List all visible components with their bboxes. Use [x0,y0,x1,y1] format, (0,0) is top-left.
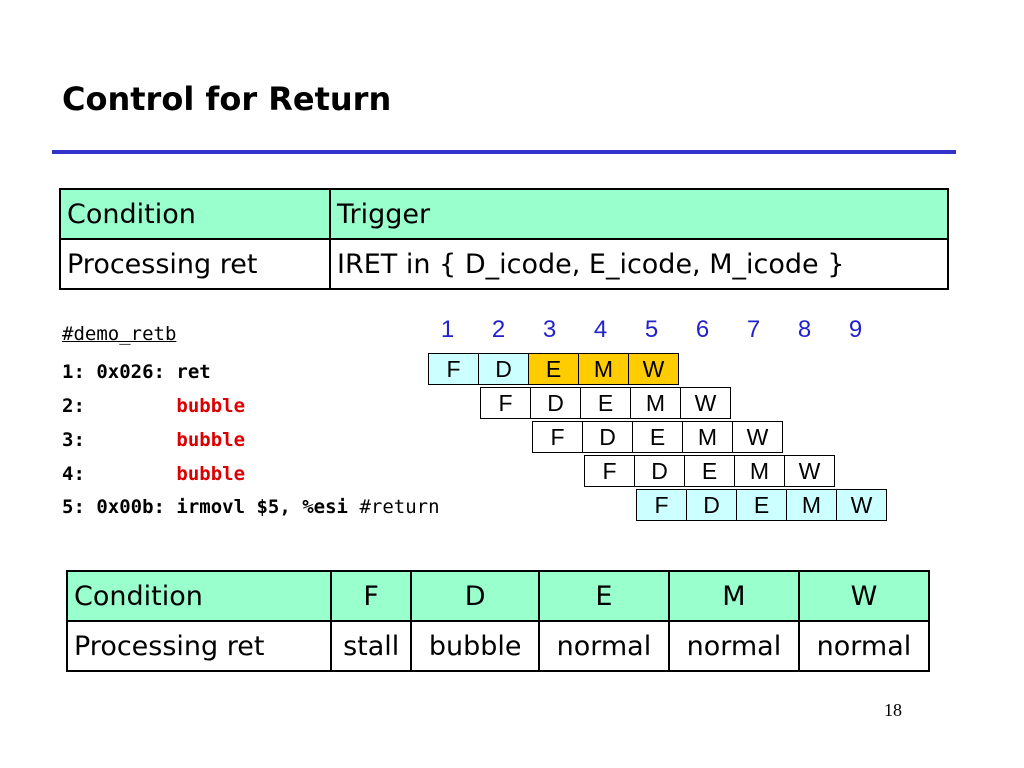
pipeline-stage: W [628,353,679,385]
page-number: 18 [884,700,902,720]
cycle-number: 4 [593,316,608,343]
code-comment: #return [359,496,440,518]
code-prefix: 5: 0x00b: [62,496,177,518]
cycle-number: 7 [746,316,761,343]
pipeline-stage: E [736,489,787,521]
table-cell: normal [797,620,931,672]
slide-title: Control for Return [62,80,392,118]
code-instr: bubble [176,429,246,451]
pipeline-stage: E [580,387,631,419]
pipeline-stage: E [528,353,579,385]
table-header-cell: W [797,570,931,622]
table-header-cell: M [667,570,800,622]
pipeline-stage: F [428,353,479,385]
cycle-number: 9 [848,316,863,343]
code-instr: bubble [176,395,246,417]
pipeline-stage: E [632,421,683,453]
pipeline-stage: M [786,489,837,521]
pipeline-stage: M [734,455,785,487]
table-header-cell: Condition [66,570,332,622]
code-line: 3: bubble [62,428,245,452]
pipeline-stage: F [480,387,531,419]
pipeline-stage: W [680,387,731,419]
pipeline-stage: D [686,489,737,521]
table-header-row: Condition Trigger [59,188,949,240]
pipeline-row: F D E M W [532,421,783,453]
cycle-number: 1 [440,316,455,343]
pipeline-row: F D E M W [584,455,835,487]
table-cell: Processing ret [59,238,331,290]
demo-label: #demo_retb [62,323,177,345]
table-header-cell: Condition [59,188,331,240]
table-header-cell: E [537,570,670,622]
pipeline-stage: W [732,421,783,453]
code-instr: bubble [176,463,246,485]
pipeline-stage: W [836,489,887,521]
table-header-row: Condition F D E M W [66,570,931,622]
pipeline-stage: F [532,421,583,453]
code-instr: irmovl $5, %esi [176,496,348,518]
code-instr: ret [176,361,211,383]
pipeline-stage: F [584,455,635,487]
pipeline-row: F D E M W [480,387,731,419]
cycle-number: 5 [644,316,659,343]
cycle-number: 6 [695,316,710,343]
table-row: Processing ret stall bubble normal norma… [66,620,931,672]
code-line: 1: 0x026: ret [62,360,211,384]
table-cell: bubble [410,620,540,672]
pipeline-stage: M [578,353,629,385]
pipeline-stage: D [582,421,633,453]
table-header-cell: F [329,570,413,622]
table-cell: IRET in { D_icode, E_icode, M_icode } [329,238,949,290]
table-header-cell: D [410,570,540,622]
pipeline-stage: W [784,455,835,487]
code-prefix: 1: 0x026: [62,361,177,383]
control-action-table: Condition F D E M W Processing ret stall… [66,570,931,672]
trigger-table: Condition Trigger Processing ret IRET in… [59,188,949,290]
code-prefix: 3: [62,429,177,451]
pipeline-stage: E [684,455,735,487]
cycle-number: 2 [491,316,506,343]
table-cell: stall [329,620,413,672]
table-header-cell: Trigger [329,188,949,240]
pipeline-stage: D [478,353,529,385]
table-cell: normal [537,620,670,672]
code-prefix: 4: [62,463,177,485]
cycle-number: 8 [797,316,812,343]
code-line: 2: bubble [62,394,245,418]
table-cell: normal [667,620,800,672]
pipeline-stage: D [634,455,685,487]
table-cell: Processing ret [66,620,332,672]
pipeline-stage: D [530,387,581,419]
code-prefix: 2: [62,395,177,417]
pipeline-row: F D E M W [428,353,679,385]
code-line: 5: 0x00b: irmovl $5, %esi #return [62,495,440,519]
pipeline-row: F D E M W [636,489,887,521]
pipeline-stage: M [682,421,733,453]
code-line: 4: bubble [62,462,245,486]
title-divider [52,150,956,154]
pipeline-stage: M [630,387,681,419]
cycle-number: 3 [542,316,557,343]
table-row: Processing ret IRET in { D_icode, E_icod… [59,238,949,290]
pipeline-stage: F [636,489,687,521]
code-label: #demo_retb [62,322,176,346]
